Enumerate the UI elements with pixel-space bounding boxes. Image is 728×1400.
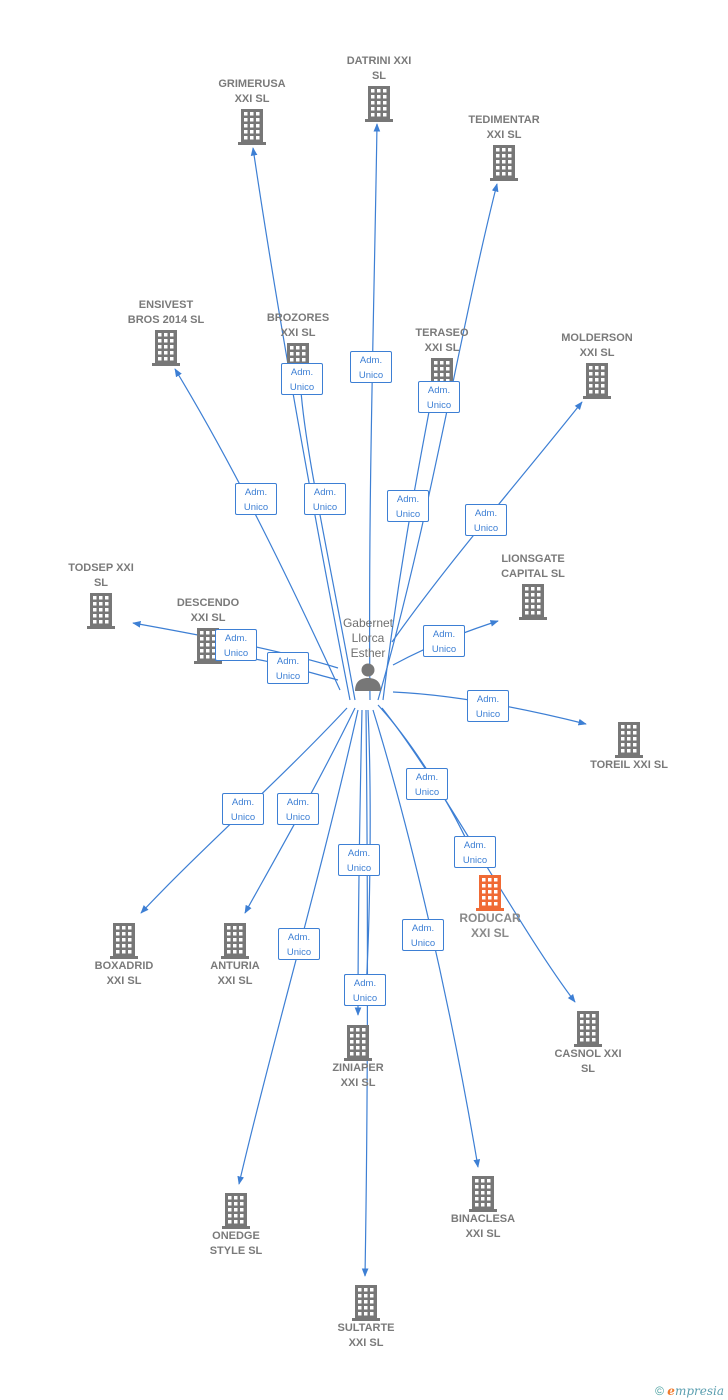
company-node-datrini[interactable]: DATRINI XXI SL [324, 54, 434, 122]
company-label: ANTURIA XXI SL [210, 960, 260, 987]
company-node-casnol[interactable]: CASNOL XXI SL [533, 1009, 643, 1077]
company-label: MOLDERSON XXI SL [561, 332, 633, 359]
footer-brand: © empresia [655, 1384, 724, 1398]
company-label: BROZORES XXI SL [266, 312, 330, 339]
link-grimerusa [250, 147, 351, 701]
company-node-toreil[interactable]: TOREIL XXI SL [574, 720, 684, 773]
role-badge[interactable]: Adm. Unico [235, 483, 277, 515]
company-node-molderson[interactable]: MOLDERSON XXI SL [542, 331, 652, 399]
building-icon [352, 1285, 380, 1321]
company-node-roducar[interactable]: RODUCAR XXI SL [435, 873, 545, 941]
company-node-todsep[interactable]: TODSEP XXI SL [46, 561, 156, 629]
building-icon [344, 1025, 372, 1061]
company-node-descendo[interactable]: DESCENDO XXI SL [153, 596, 263, 664]
company-label: ONEDGE STYLE SL [209, 1230, 263, 1257]
role-badge[interactable]: Adm. Unico [423, 625, 465, 657]
company-label: LIONSGATE CAPITAL SL [501, 553, 565, 580]
company-label: RODUCAR XXI SL [459, 911, 521, 940]
building-icon [574, 1011, 602, 1047]
role-badge[interactable]: Adm. Unico [277, 793, 319, 825]
building-icon [87, 593, 115, 629]
role-badge[interactable]: Adm. Unico [387, 490, 429, 522]
company-label: GRIMERUSA XXI SL [218, 78, 286, 105]
building-icon [490, 145, 518, 181]
role-badge[interactable]: Adm. Unico [454, 836, 496, 868]
company-label: TEDIMENTAR XXI SL [468, 114, 540, 141]
role-badge[interactable]: Adm. Unico [281, 363, 323, 395]
building-icon [194, 628, 222, 664]
company-node-ensivest[interactable]: ENSIVEST BROS 2014 SL [111, 298, 221, 366]
role-badge[interactable]: Adm. Unico [418, 381, 460, 413]
link-datrini [369, 123, 381, 701]
building-icon [110, 923, 138, 959]
company-node-anturia[interactable]: ANTURIA XXI SL [180, 921, 290, 989]
company-node-sultarte[interactable]: SULTARTE XXI SL [311, 1283, 421, 1351]
company-label: DESCENDO XXI SL [176, 597, 240, 624]
company-label: TOREIL XXI SL [590, 759, 668, 771]
role-badge[interactable]: Adm. Unico [467, 690, 509, 722]
company-label: SULTARTE XXI SL [337, 1322, 395, 1349]
center-person[interactable]: Gabernet Llorca Esther [323, 616, 413, 693]
building-icon [519, 584, 547, 620]
company-node-binaclesa[interactable]: BINACLESA XXI SL [428, 1174, 538, 1242]
building-icon [152, 330, 180, 366]
role-badge[interactable]: Adm. Unico [350, 351, 392, 383]
link-onedge [237, 709, 359, 1185]
link-tedimentar [377, 183, 499, 701]
building-icon [221, 923, 249, 959]
role-badge[interactable]: Adm. Unico [406, 768, 448, 800]
brand-logo: empresia [667, 1384, 724, 1398]
brand-rest: mpresia [674, 1384, 724, 1398]
person-icon [355, 663, 381, 691]
company-node-grimerusa[interactable]: GRIMERUSA XXI SL [197, 77, 307, 145]
company-label: TERASEO XXI SL [415, 327, 469, 354]
brand-initial: e [667, 1384, 675, 1398]
company-node-onedge[interactable]: ONEDGE STYLE SL [181, 1191, 291, 1259]
company-node-ziniaper[interactable]: ZINIAPER XXI SL [303, 1023, 413, 1091]
role-badge[interactable]: Adm. Unico [338, 844, 380, 876]
building-icon [476, 875, 504, 911]
company-label: ZINIAPER XXI SL [332, 1062, 384, 1089]
building-icon [469, 1176, 497, 1212]
building-icon [222, 1193, 250, 1229]
building-icon [583, 363, 611, 399]
company-label: DATRINI XXI SL [346, 55, 412, 82]
role-badge[interactable]: Adm. Unico [215, 629, 257, 661]
company-label: BINACLESA XXI SL [450, 1213, 516, 1240]
building-icon [238, 109, 266, 145]
role-badge[interactable]: Adm. Unico [402, 919, 444, 951]
company-label: BOXADRID XXI SL [94, 960, 154, 987]
company-node-boxadrid[interactable]: BOXADRID XXI SL [69, 921, 179, 989]
role-badge[interactable]: Adm. Unico [222, 793, 264, 825]
company-label: CASNOL XXI SL [554, 1048, 622, 1075]
role-badge[interactable]: Adm. Unico [304, 483, 346, 515]
role-badge[interactable]: Adm. Unico [465, 504, 507, 536]
center-person-label: Gabernet Llorca Esther [342, 616, 394, 660]
company-node-lionsgate[interactable]: LIONSGATE CAPITAL SL [478, 552, 588, 620]
role-badge[interactable]: Adm. Unico [278, 928, 320, 960]
building-icon [615, 722, 643, 758]
role-badge[interactable]: Adm. Unico [344, 974, 386, 1006]
company-node-tedimentar[interactable]: TEDIMENTAR XXI SL [449, 113, 559, 181]
role-badge[interactable]: Adm. Unico [267, 652, 309, 684]
company-label: TODSEP XXI SL [68, 562, 134, 589]
company-label: ENSIVEST BROS 2014 SL [127, 299, 205, 326]
copyright-symbol: © [655, 1384, 664, 1398]
building-icon [365, 86, 393, 122]
